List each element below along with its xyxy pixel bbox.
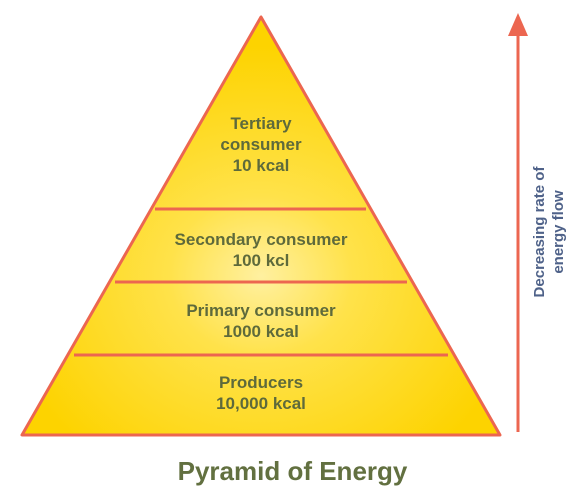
tier-producers-line1: Producers bbox=[218, 373, 304, 392]
tier-producers-value: 10,000 kcal bbox=[216, 394, 306, 413]
pyramid-body bbox=[20, 15, 502, 437]
tier-primary-value: 1000 kcal bbox=[223, 322, 299, 341]
energy-flow-label-line2: energy flow bbox=[550, 190, 567, 274]
tier-primary-line1: Primary consumer bbox=[186, 301, 336, 320]
energy-flow-label: Decreasing rate of energy flow bbox=[530, 167, 568, 298]
energy-flow-arrowhead bbox=[508, 13, 528, 36]
tier-secondary-value: 100 kcl bbox=[232, 251, 290, 270]
tier-secondary-consumer: Secondary consumer 100 kcl bbox=[141, 229, 381, 271]
tier-producers: Producers 10,000 kcal bbox=[141, 372, 381, 414]
tier-tertiary-line2: consumer bbox=[220, 135, 302, 154]
tier-tertiary-consumer: Tertiary consumer 10 kcal bbox=[191, 113, 331, 176]
tier-tertiary-line1: Tertiary bbox=[230, 114, 292, 133]
tier-secondary-line1: Secondary consumer bbox=[174, 230, 348, 249]
tier-tertiary-value: 10 kcal bbox=[232, 156, 290, 175]
energy-flow-label-line1: Decreasing rate of bbox=[531, 166, 548, 298]
tier-primary-consumer: Primary consumer 1000 kcal bbox=[141, 300, 381, 342]
diagram-title: Pyramid of Energy bbox=[177, 456, 408, 486]
